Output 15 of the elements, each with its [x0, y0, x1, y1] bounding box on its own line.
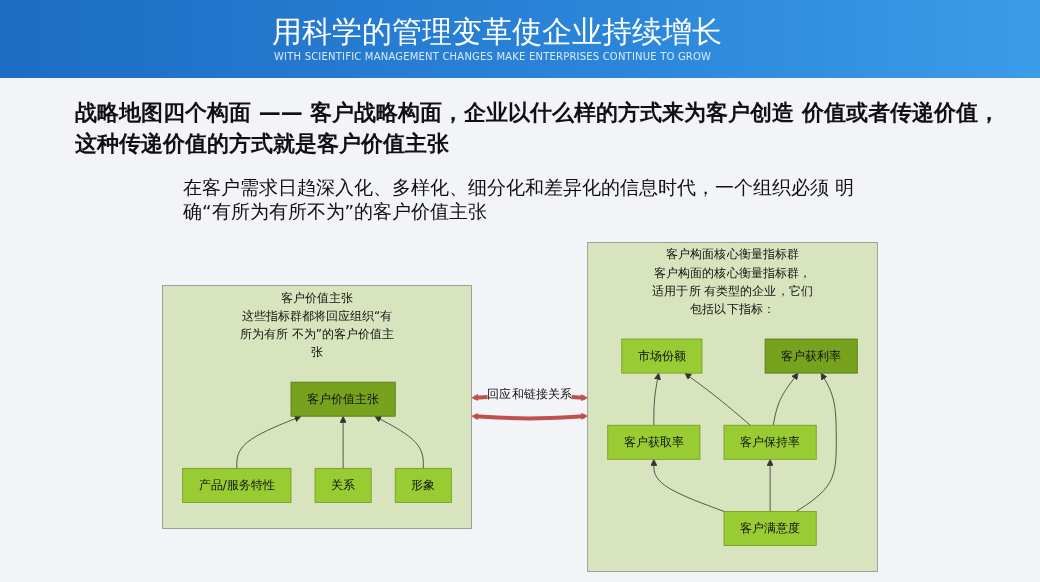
node-box: 关系 [314, 467, 372, 503]
node-box: 客户获取率 [607, 424, 701, 460]
node-box: 客户获利率 [764, 338, 858, 374]
slide-title: 战略地图四个构面 —— 客户战略构面，企业以什么样的方式来为客户创造 价值或者传递价值，这种传递价值的方式就是客户价值主张 [75, 99, 1001, 158]
edge-label: 回应和链接关系 [487, 387, 572, 402]
header-title: 用科学的管理变革使企业持续增长 [272, 13, 722, 51]
node-box: 市场份额 [621, 338, 703, 374]
node-box: 形象 [394, 467, 452, 503]
intro-paragraph: 在客户需求日趋深入化、多样化、细分化和差异化的信息时代，一个组织必须 明确“有所为有所不为”的客户价值主张 [183, 176, 855, 224]
header-subtitle: WITH SCIENTIFIC MANAGEMENT CHANGES MAKE ENTERPRISES CONTINUE TO GROW [274, 51, 712, 62]
node-box: 客户价值主张 [290, 381, 396, 417]
node-box: 产品/服务特性 [182, 467, 292, 503]
arrow [471, 412, 588, 421]
node-box: 客户满意度 [723, 511, 817, 546]
node-box: 客户保持率 [723, 424, 817, 460]
